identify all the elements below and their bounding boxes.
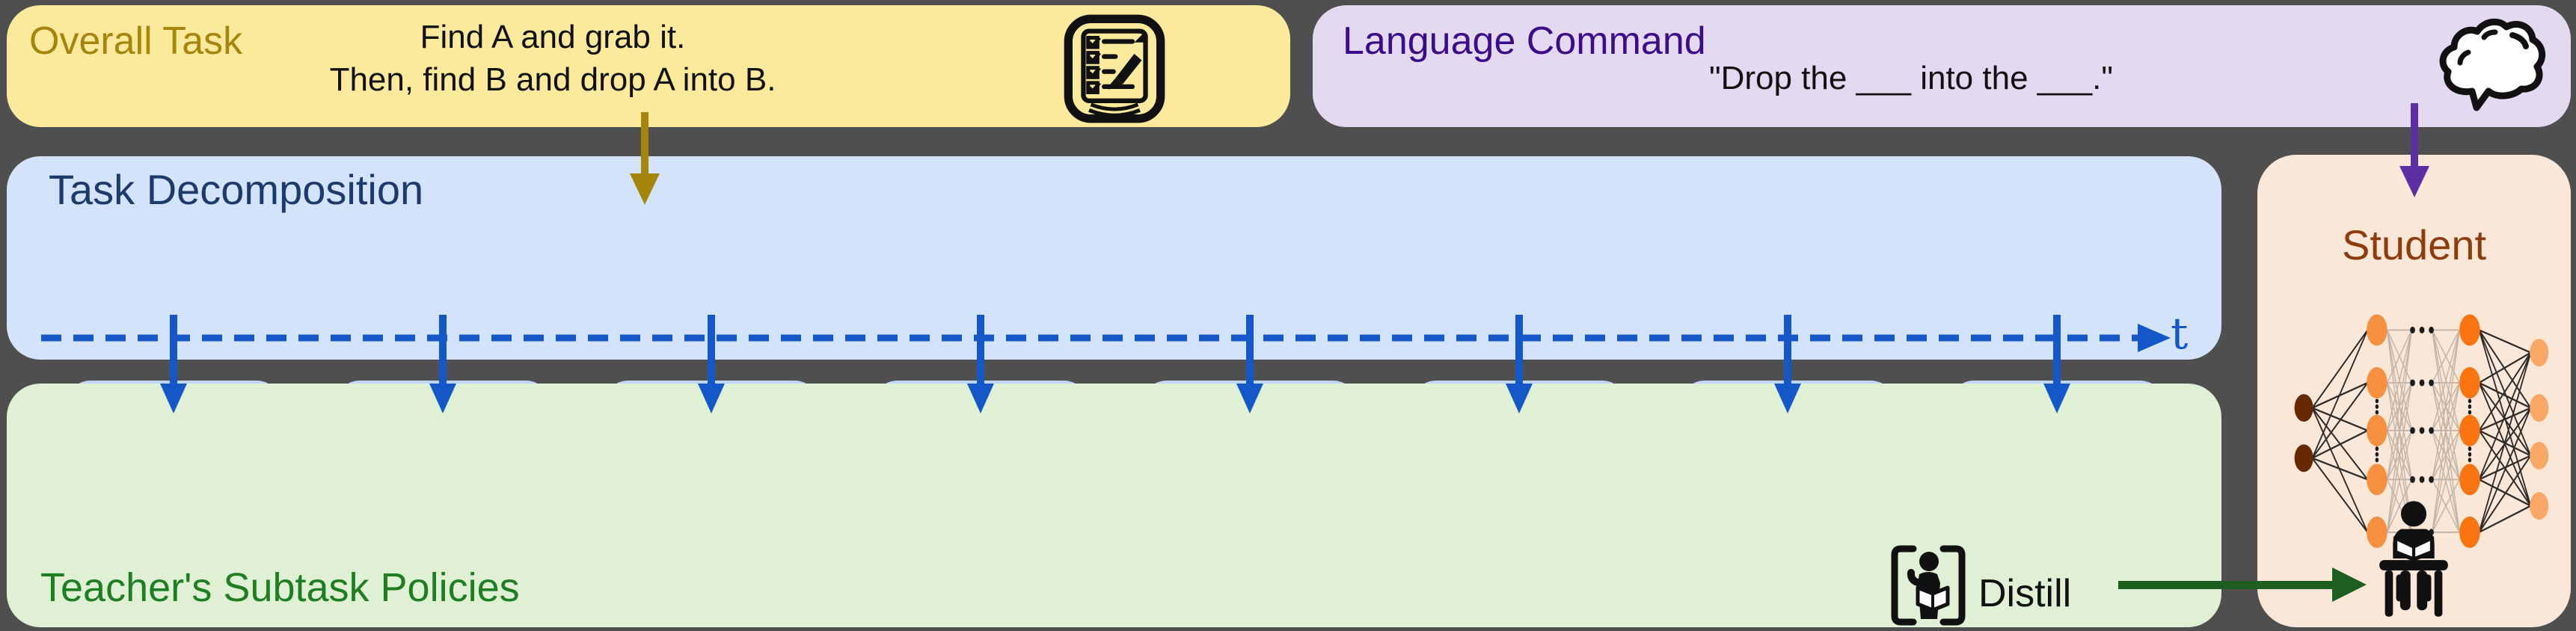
subtask-arrow-idle	[2053, 315, 2061, 385]
overall-task-arrowhead	[630, 173, 660, 205]
checklist-icon	[1064, 14, 1165, 123]
overall-task-title: Overall Task	[29, 19, 243, 63]
language-command-arrow	[2411, 103, 2418, 169]
subtask-arrow-moveto	[439, 315, 447, 385]
student-title: Student	[2341, 221, 2487, 268]
distill-arrow	[2118, 581, 2334, 589]
timeline-label: t	[2171, 308, 2189, 359]
subtask-arrowhead-dropinto	[1774, 384, 1801, 413]
teacher-title: Teacher's Subtask Policies	[40, 565, 520, 610]
teacher-panel: Teacher's Subtask Policies	[7, 384, 2221, 627]
overall-task-panel: Overall Task Find A and grab it. Then, f…	[7, 5, 1290, 127]
subtask-arrowhead-moveto-withobj	[1236, 384, 1263, 413]
language-command-title: Language Command	[1343, 19, 1706, 63]
subtask-arrowhead-idle	[2043, 384, 2070, 413]
overall-task-description: Find A and grab it. Then, find B and dro…	[329, 19, 776, 98]
subtask-arrowhead-grasp	[698, 384, 725, 413]
timeline-arrowhead	[2138, 324, 2171, 352]
student-network	[2294, 314, 2549, 548]
teacher-reading-icon	[1891, 545, 1966, 626]
person-at-desk-icon	[2379, 501, 2448, 617]
language-command-panel: Language Command	[1313, 5, 2571, 127]
subtask-arrow-moveto-withobj	[1246, 315, 1254, 385]
speech-bubble-icon	[2439, 18, 2546, 111]
subtask-arrow-search	[170, 315, 177, 385]
subtask-arrowhead-moveto	[429, 384, 456, 413]
distill-label: Distill	[1978, 572, 2072, 615]
subtask-arrow-movegripper-towithobj	[1515, 315, 1523, 385]
language-command-arrowhead	[2399, 166, 2429, 197]
subtask-arrow-grasp	[708, 315, 715, 385]
language-command-quote: "Drop the ___ into the ___."	[1708, 60, 2114, 96]
subtask-arrowhead-search	[160, 384, 187, 413]
distill-arrowhead	[2332, 567, 2367, 602]
subtask-arrowhead-movegripper-towithobj	[1506, 384, 1533, 413]
task-decomposition-title: Task Decomposition	[49, 166, 424, 213]
subtask-arrow-search-withobj	[977, 315, 984, 385]
task-decomposition-panel: Task Decomposition SearchMoveToGraspSear…	[7, 156, 2221, 470]
timeline	[41, 324, 2171, 352]
overall-task-arrow	[641, 112, 648, 176]
subtask-arrow-dropinto	[1784, 315, 1791, 385]
subtask-arrowhead-search-withobj	[967, 384, 994, 413]
